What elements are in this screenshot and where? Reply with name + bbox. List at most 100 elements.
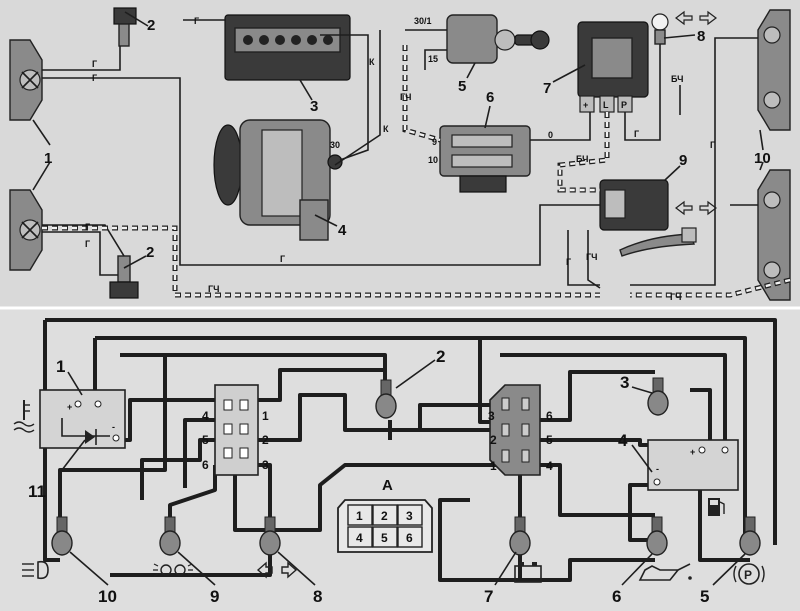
thermometer-icon <box>13 400 35 433</box>
battery-icon <box>514 562 542 583</box>
svg-text:Г: Г <box>85 239 90 249</box>
svg-text:3: 3 <box>406 509 413 523</box>
bottom-callout-4: 4 <box>618 431 628 450</box>
fuel-pump-icon <box>708 498 725 516</box>
top-callout-3: 3 <box>310 98 318 115</box>
battery <box>224 14 351 81</box>
svg-text:Г: Г <box>280 254 285 264</box>
svg-text:6: 6 <box>546 409 553 423</box>
ignition-switch <box>446 14 550 64</box>
alternator <box>213 119 343 241</box>
right-headlamp-bottom <box>757 169 791 301</box>
turn-signal-icon <box>256 561 298 579</box>
svg-text:Г: Г <box>710 140 715 150</box>
svg-text:P: P <box>744 568 752 582</box>
bottom-callout-2: 2 <box>436 347 445 366</box>
svg-text:Г: Г <box>92 73 97 83</box>
svg-text:Г: Г <box>634 129 639 139</box>
svg-text:3: 3 <box>262 458 269 472</box>
svg-text:10: 10 <box>428 155 438 165</box>
svg-text:6: 6 <box>202 458 209 472</box>
bottom-callout-10: 10 <box>98 587 117 606</box>
top-callout-4: 4 <box>338 222 347 239</box>
bottom-callout-6: 6 <box>612 587 621 606</box>
svg-text:БЧ: БЧ <box>671 74 683 84</box>
bottom-callout-3: 3 <box>620 373 629 392</box>
side-repeater-top <box>113 7 137 47</box>
left-headlamp-top <box>9 39 43 121</box>
svg-text:6: 6 <box>406 531 413 545</box>
svg-text:БЧ: БЧ <box>576 154 588 164</box>
svg-text:2: 2 <box>490 433 497 447</box>
connector-block-left <box>214 384 259 476</box>
parking-brake-icon: P <box>733 563 765 585</box>
top-callout-8: 8 <box>697 28 705 45</box>
svg-text:+: + <box>583 100 588 110</box>
svg-text:4: 4 <box>202 409 209 423</box>
bottom-callout-8: 8 <box>313 587 322 606</box>
top-callouts: 1 2 2 3 4 5 6 7 8 9 10 <box>44 17 771 261</box>
svg-text:ГЧ: ГЧ <box>670 292 681 302</box>
svg-text:P: P <box>621 100 627 110</box>
left-block-pins: 1 2 3 4 5 6 <box>202 409 269 472</box>
charge-relay-unit: + - <box>647 439 739 491</box>
right-block-pins: 1 2 3 4 5 6 <box>488 409 553 473</box>
connector-a-title: A <box>382 477 393 494</box>
svg-text:0: 0 <box>548 130 553 140</box>
lamp-9 <box>159 516 181 556</box>
connector-block-right <box>489 384 541 476</box>
bottom-callout-1: 1 <box>56 357 65 376</box>
lamp-8 <box>259 516 281 556</box>
lamp-10 <box>51 516 73 556</box>
side-lights-icon <box>153 563 193 577</box>
top-wire-labels: Г Г Г Г Г Г ГЧ ГЧ ГЧ ГЧ К К БЧ БЧ Г Г Г … <box>85 16 715 302</box>
top-callout-10: 10 <box>754 150 771 167</box>
svg-text:2: 2 <box>381 509 388 523</box>
right-headlamp-top <box>757 9 791 131</box>
top-callout-7: 7 <box>543 80 551 97</box>
top-callout-2b: 2 <box>146 244 154 261</box>
lamp-2 <box>375 379 397 419</box>
svg-text:ГЧ: ГЧ <box>586 252 597 262</box>
left-headlamp-bottom <box>9 189 43 271</box>
lamp-5 <box>739 516 761 556</box>
svg-text:-: - <box>112 422 115 432</box>
turn-signal-switch <box>599 179 697 257</box>
top-wiring <box>42 19 791 298</box>
svg-text:L: L <box>603 100 609 110</box>
svg-text:5: 5 <box>381 531 388 545</box>
top-callout-9: 9 <box>679 152 687 169</box>
svg-text:30: 30 <box>330 140 340 150</box>
bottom-callouts: 1 2 3 4 5 6 7 8 9 10 11 <box>28 347 709 606</box>
svg-text:1: 1 <box>356 509 363 523</box>
svg-text:5: 5 <box>202 433 209 447</box>
bottom-callout-7: 7 <box>484 587 493 606</box>
lamp-6 <box>646 516 668 556</box>
turn-arrows-icon <box>675 10 717 216</box>
top-callout-5: 5 <box>458 78 466 95</box>
top-leaders <box>32 11 764 269</box>
regulator-relay <box>577 21 649 113</box>
svg-text:Г: Г <box>194 16 199 26</box>
svg-text:30/1: 30/1 <box>414 16 432 26</box>
top-callout-6: 6 <box>486 89 494 106</box>
connector-a: A 1 2 3 4 5 6 <box>337 477 433 553</box>
svg-text:Г: Г <box>92 59 97 69</box>
lamp-3 <box>647 377 669 416</box>
svg-text:-: - <box>656 464 659 474</box>
fuse-block <box>439 125 531 193</box>
svg-text:4: 4 <box>356 531 363 545</box>
svg-text:4: 4 <box>546 459 553 473</box>
svg-text:5: 5 <box>546 433 553 447</box>
oil-can-icon <box>638 563 692 581</box>
coolant-temp-unit: + - <box>39 389 126 449</box>
svg-text:ГЧ: ГЧ <box>208 284 219 294</box>
svg-text:1: 1 <box>490 459 497 473</box>
lamp-7 <box>509 516 531 556</box>
top-callout-2a: 2 <box>147 17 155 34</box>
top-callout-1: 1 <box>44 150 52 167</box>
svg-text:2: 2 <box>262 433 269 447</box>
svg-text:+: + <box>690 447 695 457</box>
